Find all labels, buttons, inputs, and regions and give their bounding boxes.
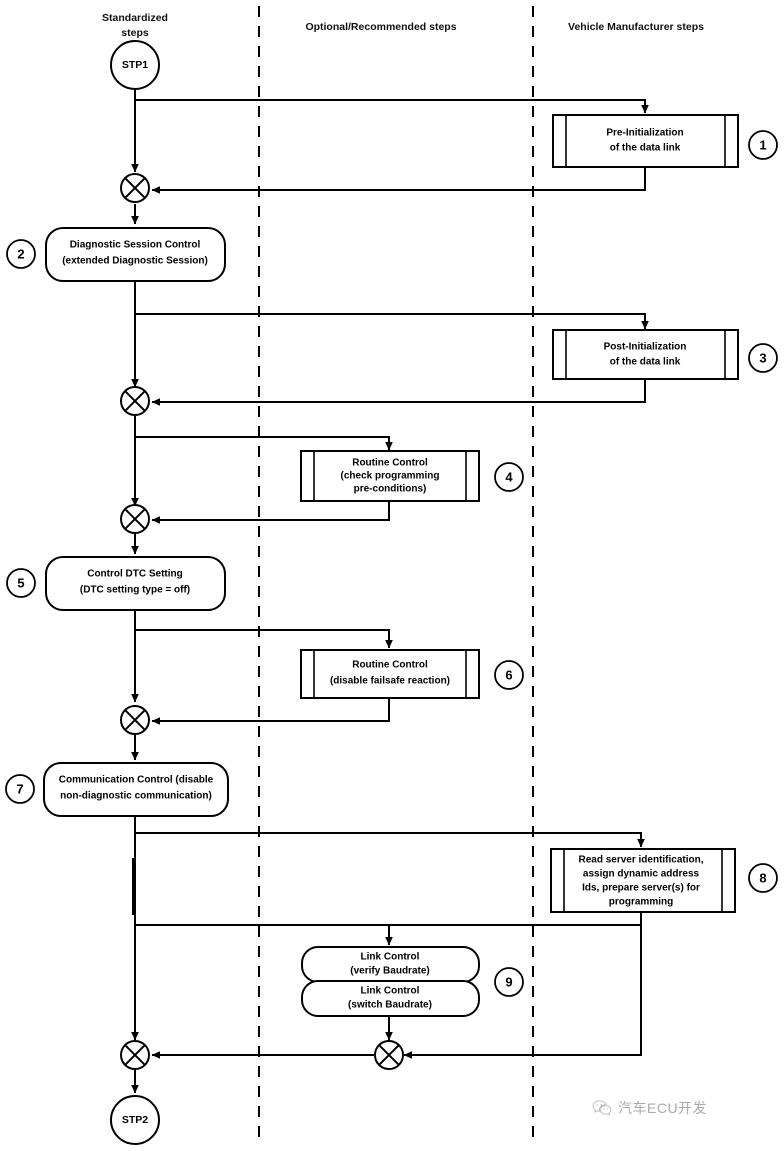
edge-step-4-return <box>151 501 390 524</box>
step-2-line-1: Diagnostic Session Control <box>70 240 201 251</box>
step-9-number: 9 <box>505 974 512 989</box>
terminator-stp1-label: STP1 <box>122 59 148 71</box>
edge-to-step-4 <box>135 436 393 451</box>
terminator-stp2: STP2 <box>110 1095 160 1145</box>
step-5-line-2: (DTC setting type = off) <box>80 585 190 596</box>
step-6-number: 6 <box>505 667 512 682</box>
edge-step-6-return <box>151 698 390 725</box>
edge-step-8-return-bar <box>135 912 642 926</box>
lane-title-standardized-line1: Standardized <box>102 12 168 24</box>
step-node-4[interactable]: Routine Control (check programming pre-c… <box>300 450 480 502</box>
lane-title-oem: Vehicle Manufacturer steps <box>568 21 704 33</box>
junction-node-1 <box>120 173 150 203</box>
step-8-line-1: Read server identification, <box>578 855 703 866</box>
step-number-badge-9: 9 <box>494 967 524 997</box>
step-node-2[interactable]: Diagnostic Session Control (extended Dia… <box>45 227 226 282</box>
step-node-5[interactable]: Control DTC Setting (DTC setting type = … <box>45 556 226 611</box>
step-4-line-3: pre-conditions) <box>354 484 427 495</box>
step-number-badge-7: 7 <box>5 774 35 804</box>
step-7-line-2: non-diagnostic communication) <box>60 791 212 802</box>
step-node-7[interactable]: Communication Control (disable non-diagn… <box>43 762 229 817</box>
junction-node-5 <box>120 1040 150 1070</box>
step-1-number: 1 <box>759 137 766 152</box>
step-1-line-2: of the data link <box>610 143 681 154</box>
step-8-line-2: assign dynamic address <box>583 869 700 880</box>
step-3-line-1: Post-Initialization <box>604 342 687 353</box>
step-number-badge-5: 5 <box>6 568 36 598</box>
step-8-line-3: Ids, prepare server(s) for <box>582 883 700 894</box>
step-4-number: 4 <box>505 469 513 484</box>
step-number-badge-2: 2 <box>6 239 36 269</box>
step-7-line-1: Communication Control (disable <box>59 775 214 786</box>
junction-node-3 <box>120 504 150 534</box>
terminator-stp1: STP1 <box>110 40 160 90</box>
edge-step-1-return <box>151 167 646 194</box>
step-8-number: 8 <box>759 870 766 885</box>
step-node-3[interactable]: Post-Initialization of the data link <box>552 329 739 380</box>
step-8-line-4: programming <box>609 897 673 908</box>
lane-title-optional: Optional/Recommended steps <box>305 21 456 33</box>
edge-to-step-1 <box>135 99 649 114</box>
step-4-line-1: Routine Control <box>352 458 428 469</box>
step-number-badge-3: 3 <box>748 343 778 373</box>
terminator-stp2-label: STP2 <box>122 1114 148 1126</box>
step-number-badge-8: 8 <box>748 863 778 893</box>
junction-node-2 <box>120 386 150 416</box>
watermark-label: 汽车ECU开发 <box>618 1100 708 1116</box>
edge-step-3-return <box>151 379 646 406</box>
step-9-sub-box-verify[interactable]: Link Control (verify Baudrate) <box>301 946 480 983</box>
step-node-9[interactable]: Link Control (verify Baudrate) Link Cont… <box>301 946 480 1017</box>
step-1-line-1: Pre-Initialization <box>606 128 683 139</box>
step-6-line-1: Routine Control <box>352 660 428 671</box>
step-node-6[interactable]: Routine Control (disable failsafe reacti… <box>300 649 480 699</box>
step-7-number: 7 <box>16 781 23 796</box>
step-node-1[interactable]: Pre-Initialization of the data link <box>552 114 739 168</box>
edge-to-step-6 <box>135 629 393 649</box>
step-5-number: 5 <box>17 575 24 590</box>
step-6-line-2: (disable failsafe reaction) <box>330 676 450 687</box>
junction-node-4 <box>120 705 150 735</box>
edge-step-8-to-junction-6 <box>403 912 642 1059</box>
step-4-line-2: (check programming <box>341 471 440 482</box>
wechat-icon <box>592 1100 612 1116</box>
step-number-badge-4: 4 <box>494 462 524 492</box>
step-3-number: 3 <box>759 350 766 365</box>
edge-to-step-3 <box>135 313 649 330</box>
step-9-switch-line-2: (switch Baudrate) <box>348 1000 432 1011</box>
step-number-badge-6: 6 <box>494 660 524 690</box>
step-5-line-1: Control DTC Setting <box>87 569 183 580</box>
edge-to-step-8 <box>135 832 645 848</box>
step-2-number: 2 <box>17 246 24 261</box>
watermark: 汽车ECU开发 <box>592 1098 707 1118</box>
step-9-sub-box-switch[interactable]: Link Control (switch Baudrate) <box>301 980 480 1017</box>
lane-title-standardized-line2: steps <box>121 27 149 39</box>
junction-node-6 <box>374 1040 404 1070</box>
step-9-verify-line-1: Link Control <box>361 952 420 963</box>
step-9-switch-line-1: Link Control <box>361 986 420 997</box>
step-9-verify-line-2: (verify Baudrate) <box>350 966 429 977</box>
step-2-line-2: (extended Diagnostic Session) <box>62 256 208 267</box>
step-node-8[interactable]: Read server identification, assign dynam… <box>550 848 736 913</box>
step-number-badge-1: 1 <box>748 130 778 160</box>
step-3-line-2: of the data link <box>610 357 681 368</box>
